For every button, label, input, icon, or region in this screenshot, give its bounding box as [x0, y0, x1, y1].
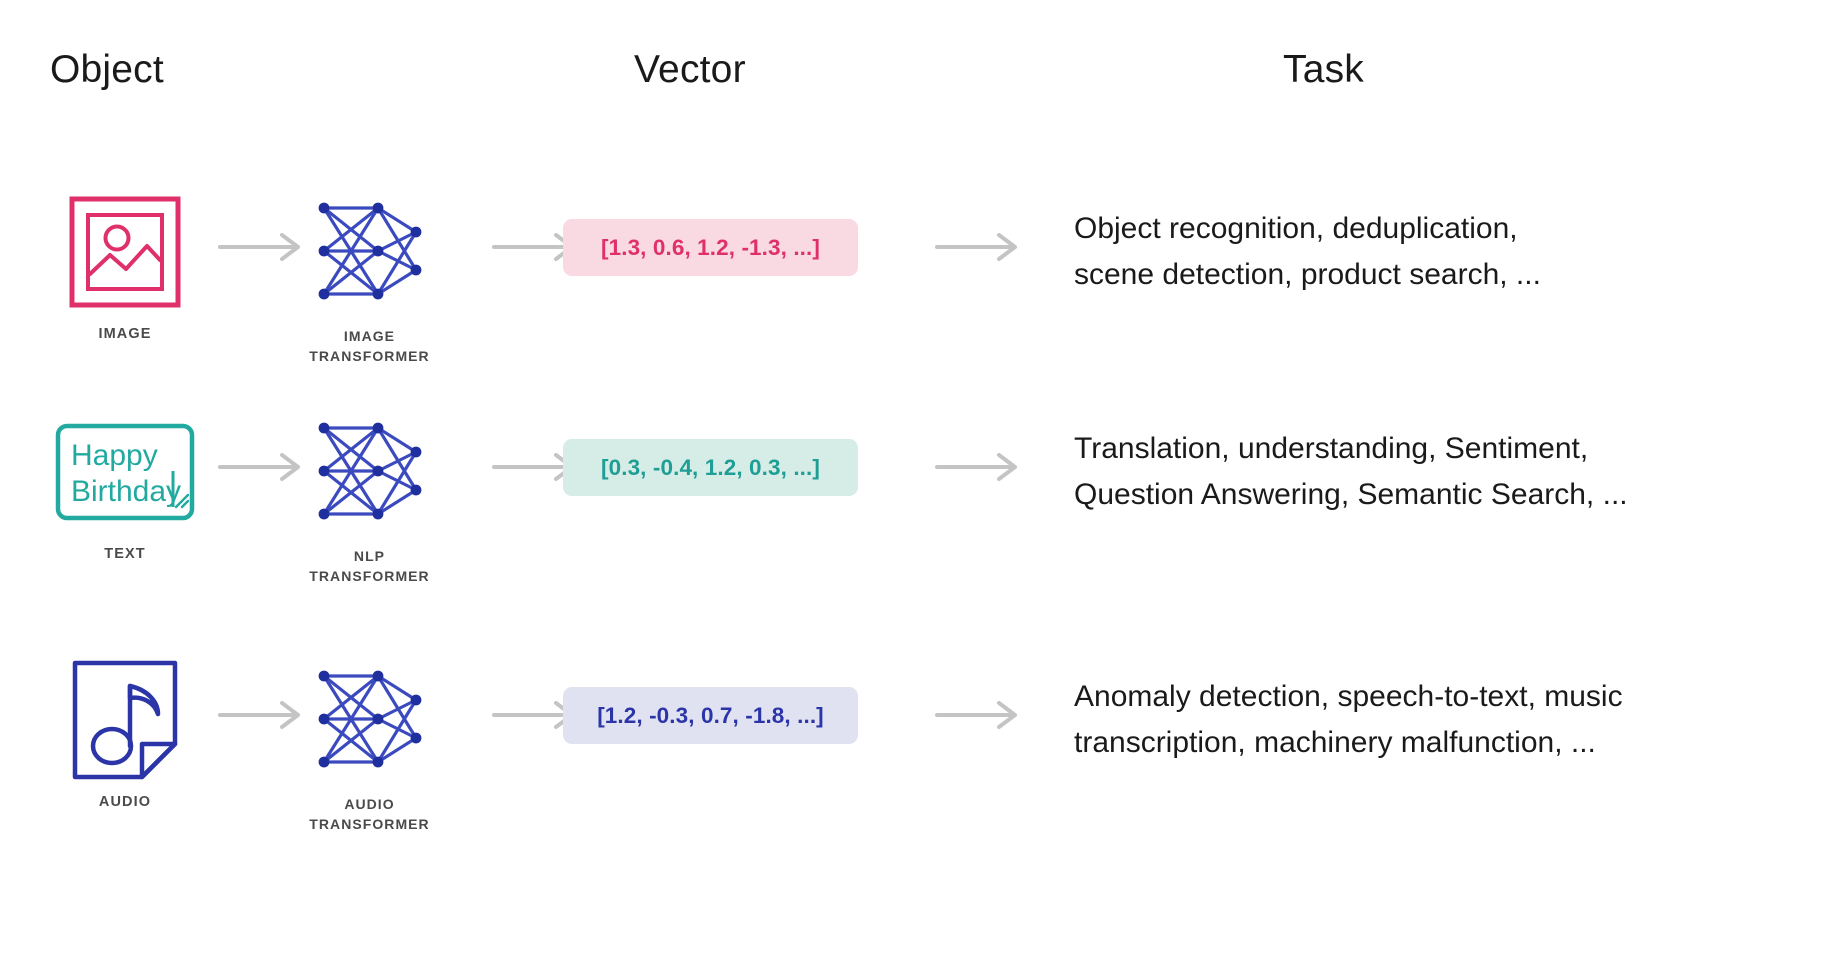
- arrow-right-icon: [218, 232, 306, 262]
- pipeline-row-text: Happy Birthday TEXT: [0, 412, 1828, 642]
- object-cell-text: Happy Birthday TEXT: [40, 412, 210, 592]
- object-cell-audio: AUDIO: [40, 660, 210, 840]
- model-label-audio-transformer: AUDIO TRANSFORMER: [309, 796, 430, 833]
- image-photo-icon: [69, 192, 181, 312]
- column-header-vector: Vector: [634, 48, 746, 91]
- model-cell-image-transformer: IMAGE TRANSFORMER: [262, 192, 477, 367]
- arrow-right-icon: [935, 700, 1023, 730]
- pipeline-row-audio: AUDIO: [0, 660, 1828, 890]
- neural-network-icon: [312, 660, 428, 778]
- column-header-object: Object: [50, 48, 164, 91]
- vector-pill-audio: [1.2, -0.3, 0.7, -1.8, ...]: [563, 687, 858, 744]
- arrow-right-icon: [935, 232, 1023, 262]
- task-text-audio: Anomaly detection, speech-to-text, music…: [1074, 680, 1623, 760]
- arrow-right-icon: [218, 700, 306, 730]
- vector-pill-image: [1.3, 0.6, 1.2, -1.3, ...]: [563, 219, 858, 276]
- audio-file-music-note-icon: [72, 660, 178, 780]
- object-cell-image: IMAGE: [40, 192, 210, 372]
- task-text-image: Object recognition, deduplication, scene…: [1074, 212, 1541, 292]
- model-label-nlp-transformer: NLP TRANSFORMER: [309, 548, 430, 585]
- object-label-text: TEXT: [104, 546, 146, 562]
- svg-text:Happy: Happy: [71, 439, 158, 472]
- task-text-text: Translation, understanding, Sentiment, Q…: [1074, 432, 1628, 512]
- object-label-audio: AUDIO: [98, 794, 152, 810]
- text-box-icon: Happy Birthday: [55, 412, 195, 532]
- object-label-image: IMAGE: [98, 326, 152, 342]
- svg-text:Birthday: Birthday: [71, 475, 181, 508]
- model-cell-nlp-transformer: NLP TRANSFORMER: [262, 412, 477, 587]
- neural-network-icon: [312, 412, 428, 530]
- vector-pill-text: [0.3, -0.4, 1.2, 0.3, ...]: [563, 439, 858, 496]
- column-header-task: Task: [1283, 48, 1364, 91]
- model-label-image-transformer: IMAGE TRANSFORMER: [309, 328, 430, 365]
- arrow-right-icon: [218, 452, 306, 482]
- model-cell-audio-transformer: AUDIO TRANSFORMER: [262, 660, 477, 835]
- pipeline-row-image: IMAGE: [0, 192, 1828, 422]
- neural-network-icon: [312, 192, 428, 310]
- arrow-right-icon: [935, 452, 1023, 482]
